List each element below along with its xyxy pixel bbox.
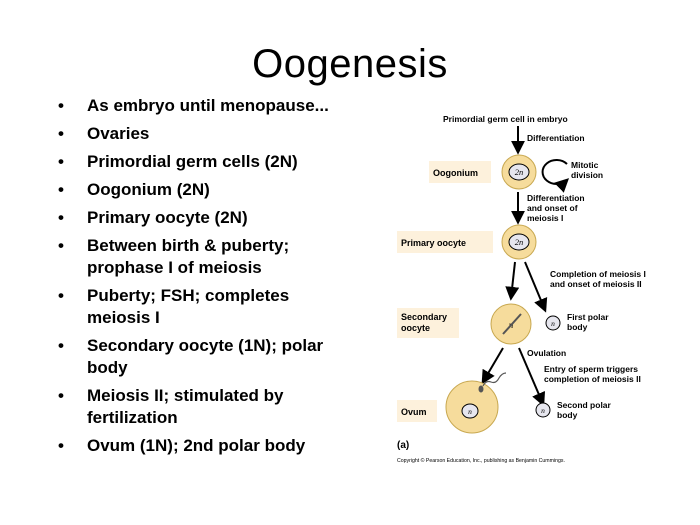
- mitotic-label: Mitotic: [571, 160, 599, 170]
- secondary-oocyte-label-box: [397, 308, 459, 338]
- bullet-item: As embryo until menopause...: [56, 95, 356, 117]
- ovum-nucleus: [461, 403, 479, 419]
- oogonium-nucleus: [508, 163, 530, 181]
- entry-label-1: Entry of sperm triggers: [544, 364, 638, 374]
- ovum-ploidy: n: [468, 407, 472, 416]
- second-polar-body: [535, 402, 551, 418]
- entry-label-2: completion of meiosis II: [544, 374, 641, 384]
- bullet-item: Primary oocyte (2N): [56, 207, 356, 229]
- copyright-text: Copyright © Pearson Education, Inc., pub…: [397, 457, 565, 464]
- completion-label-2: and onset of meiosis II: [550, 279, 642, 289]
- division-label: division: [571, 170, 603, 180]
- first-polar-label-2: body: [567, 322, 588, 332]
- bullet-item: Oogonium (2N): [56, 179, 356, 201]
- second-polar-label-2: body: [557, 410, 578, 420]
- panel-label: (a): [397, 440, 409, 451]
- completion-label-1: Completion of meiosis I: [550, 269, 646, 279]
- ovulation-arrow: [481, 347, 504, 385]
- oogenesis-diagram: Primordial germ cell in embryo Different…: [397, 114, 646, 464]
- germ-cell-label: Primordial germ cell in embryo: [443, 114, 568, 124]
- bullet-list: As embryo until menopause... Ovaries Pri…: [56, 95, 356, 463]
- first-polar-ploidy: n: [551, 319, 555, 328]
- meiosis-i-arrow: [505, 261, 520, 301]
- second-polar-label-1: Second polar: [557, 400, 612, 410]
- sperm-head: [478, 385, 484, 393]
- first-polar-label-1: First polar: [567, 312, 609, 322]
- bullet-item: Ovaries: [56, 123, 356, 145]
- bullet-item: Ovum (1N); 2nd polar body: [56, 435, 356, 457]
- mitotic-arrow: [541, 159, 570, 193]
- primary-oocyte-nucleus: [508, 233, 530, 251]
- slide-title: Oogenesis: [252, 42, 448, 86]
- secondary-oocyte-label-1: Secondary: [401, 312, 447, 322]
- primary-oocyte-label-box: [397, 231, 493, 253]
- polar-body-arrow: [524, 261, 548, 313]
- bullet-item: Primordial germ cells (2N): [56, 151, 356, 173]
- primary-oocyte-ploidy: 2n: [515, 237, 524, 247]
- diff-onset-label-3: meiosis I: [527, 213, 563, 223]
- bullet-item: Meiosis II; stimulated by fertilization: [56, 385, 356, 429]
- bullet-item: Between birth & puberty; prophase I of m…: [56, 235, 356, 279]
- primary-oocyte-label: Primary oocyte: [401, 238, 466, 248]
- diff-onset-label-1: Differentiation: [527, 193, 585, 203]
- sperm-tail: [482, 372, 507, 387]
- ovum-label: Ovum: [401, 407, 427, 417]
- oogonium-label: Oogonium: [433, 168, 478, 178]
- ovum-label-box: [397, 400, 437, 422]
- ovulation-label: Ovulation: [527, 348, 566, 358]
- first-polar-body: [545, 315, 561, 331]
- second-polar-arrow: [518, 347, 546, 407]
- bullet-item: Secondary oocyte (1N); polar body: [56, 335, 356, 379]
- bullet-item: Puberty; FSH; completes meiosis I: [56, 285, 356, 329]
- diff-onset-label-2: and onset of: [527, 203, 578, 213]
- oogonium-label-box: [429, 161, 491, 183]
- differentiation-label: Differentiation: [527, 133, 585, 143]
- secondary-oocyte-label-2: oocyte: [401, 323, 430, 333]
- oogonium-ploidy: 2n: [515, 167, 524, 177]
- second-polar-ploidy: n: [541, 406, 545, 415]
- spindle-mark: [502, 313, 522, 335]
